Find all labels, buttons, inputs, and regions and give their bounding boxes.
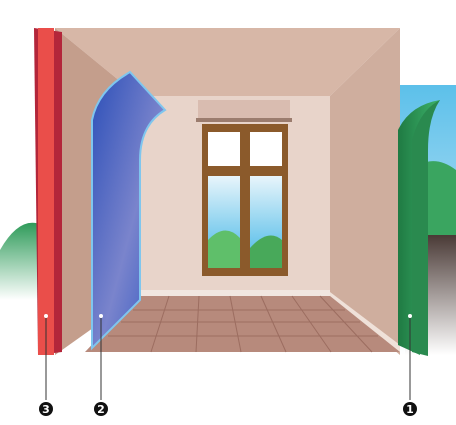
baseboard bbox=[138, 290, 330, 296]
callout-label: 2 bbox=[97, 403, 105, 416]
callout-marker-3: 3 bbox=[39, 402, 53, 416]
callout-marker-2: 2 bbox=[94, 402, 108, 416]
callout-label: 3 bbox=[42, 403, 50, 416]
callout-label: 1 bbox=[406, 403, 414, 416]
window-blind bbox=[198, 100, 290, 120]
red-front-panel bbox=[34, 28, 62, 355]
outside-scenery-left bbox=[0, 223, 42, 300]
window bbox=[196, 100, 292, 276]
callout-marker-1: 1 bbox=[403, 402, 417, 416]
